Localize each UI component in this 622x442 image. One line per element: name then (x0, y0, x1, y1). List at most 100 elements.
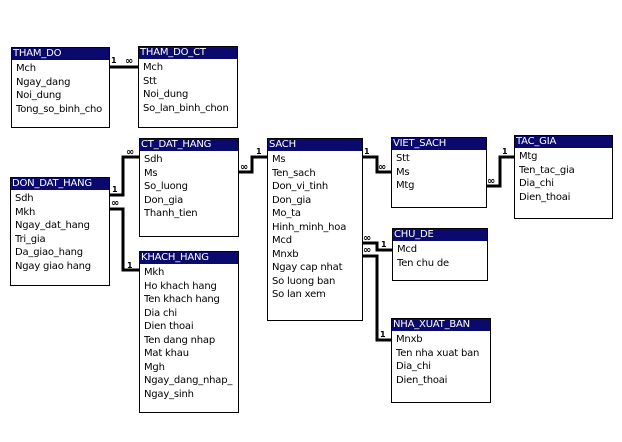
field[interactable]: Ngay cap nhat (272, 262, 343, 273)
field[interactable]: Noi_dung (143, 89, 189, 100)
field[interactable]: Hinh_minh_hoa (272, 221, 347, 233)
link-dondathang-khachhang (109, 207, 139, 272)
field[interactable]: Mgh (144, 361, 165, 373)
cardinality-many: ∞ (378, 162, 386, 173)
field[interactable]: Tong_so_binh_cho (16, 103, 103, 115)
field[interactable]: Don_gia (272, 194, 312, 206)
cardinality-one: 1 (381, 240, 387, 249)
table-title[interactable]: NHA_XUAT_BAN (392, 319, 490, 331)
cardinality-many: ∞ (363, 233, 371, 244)
cardinality-one: 1 (111, 56, 117, 65)
table-tham-do-ct[interactable]: THAM_DO_CT Mch Stt Noi_dung So_lan_binh_… (138, 46, 238, 128)
field-list: Mtg Ten_tac_gia Dia_chi Dien_thoai (515, 148, 612, 204)
field[interactable]: Mtg (396, 180, 415, 191)
field[interactable]: Mnxb (396, 334, 423, 345)
field[interactable]: Ms (272, 154, 286, 165)
field[interactable]: Noi_dung (16, 90, 62, 101)
field[interactable]: So_lan_binh_chon (143, 102, 229, 114)
field-list: Mcd Ten chu de (393, 241, 487, 270)
field-list: Mch Ngay_dang Noi_dung Tong_so_binh_cho (12, 60, 109, 116)
cardinality-one: 1 (380, 330, 386, 339)
table-title[interactable]: KHACH_HANG (140, 252, 238, 264)
table-tham-do[interactable]: THAM_DO Mch Ngay_dang Noi_dung Tong_so_b… (11, 47, 110, 128)
table-khach-hang[interactable]: KHACH_HANG Mkh Ho khach hang Ten khach h… (139, 251, 239, 413)
table-title[interactable]: TAC_GIA (515, 136, 612, 148)
table-chu-de[interactable]: CHU_DE Mcd Ten chu de (392, 228, 488, 281)
field[interactable]: Tri_gia (15, 233, 46, 245)
field[interactable]: Stt (396, 153, 410, 164)
cardinality-many: ∞ (126, 147, 134, 158)
field[interactable]: Ten_sach (272, 167, 316, 179)
cardinality-many: ∞ (240, 162, 248, 173)
field[interactable]: Mtg (519, 151, 538, 162)
table-sach[interactable]: SACH Ms Ten_sach Don_vi_tinh Don_gia Mo_… (267, 138, 363, 321)
field[interactable]: Thanh_tien (144, 208, 198, 219)
field[interactable]: Mch (16, 63, 36, 74)
table-title[interactable]: SACH (268, 139, 362, 151)
field-list: Ms Ten_sach Don_vi_tinh Don_gia Mo_ta Hi… (268, 151, 362, 302)
field[interactable]: Mo_ta (272, 208, 301, 219)
field[interactable]: Dia_chi (519, 178, 554, 189)
field[interactable]: Ten chu de (397, 257, 449, 269)
table-title[interactable]: CT_DAT_HANG (140, 139, 238, 151)
table-tac-gia[interactable]: TAC_GIA Mtg Ten_tac_gia Dia_chi Dien_tho… (514, 135, 613, 219)
field[interactable]: Ngay_sinh (144, 388, 194, 400)
table-nha-xuat-ban[interactable]: NHA_XUAT_BAN Mnxb Ten nha xuat ban Dia_c… (391, 318, 491, 403)
field[interactable]: Ten khach hang (144, 294, 220, 305)
table-title[interactable]: VIET_SACH (392, 138, 486, 150)
table-ct-dat-hang[interactable]: CT_DAT_HANG Sdh Ms So_luong Don_gia Than… (139, 138, 239, 237)
field[interactable]: Ten nha xuat ban (396, 347, 480, 359)
field[interactable]: Ngay_dat_hang (15, 220, 90, 231)
field[interactable]: Ten_tac_gia (519, 164, 575, 176)
field[interactable]: Da_giao_hang (15, 247, 83, 258)
field-list: Mnxb Ten nha xuat ban Dia_chi Dien_thoai (392, 331, 490, 387)
field[interactable]: Ten dang nhap (144, 334, 215, 346)
field-list: Sdh Ms So_luong Don_gia Thanh_tien (140, 151, 238, 221)
field-list: Mkh Ho khach hang Ten khach hang Dia chi… (140, 264, 238, 401)
field[interactable]: Ho khach hang (144, 280, 217, 292)
table-title[interactable]: DON_DAT_HANG (11, 178, 109, 190)
field[interactable]: Dien_thoai (396, 374, 448, 386)
field[interactable]: So luong ban (272, 275, 336, 287)
field[interactable]: Mkh (144, 267, 165, 278)
table-title[interactable]: THAM_DO (12, 48, 109, 60)
field[interactable]: Dien thoai (144, 321, 194, 332)
cardinality-one: 1 (112, 185, 118, 194)
table-don-dat-hang[interactable]: DON_DAT_HANG Sdh Mkh Ngay_dat_hang Tri_g… (10, 177, 110, 286)
field[interactable]: Ngay giao hang (15, 260, 91, 272)
field[interactable]: So_luong (144, 181, 188, 192)
field[interactable]: Mcd (397, 244, 417, 255)
cardinality-one: 1 (364, 147, 370, 156)
field[interactable]: Ngay_dang_nhap_ (144, 375, 233, 386)
cardinality-many: ∞ (487, 176, 495, 187)
field[interactable]: Stt (143, 75, 157, 87)
cardinality-many: ∞ (125, 56, 133, 67)
field[interactable]: Ms (144, 167, 158, 179)
field[interactable]: Sdh (15, 193, 34, 204)
field[interactable]: Mcd (272, 235, 292, 246)
field[interactable]: Ngay_dang (16, 76, 71, 88)
field[interactable]: Sdh (144, 154, 163, 165)
field[interactable]: Don_vi_tinh (272, 181, 329, 192)
field[interactable]: Ms (396, 166, 410, 178)
field[interactable]: Mkh (15, 206, 36, 218)
field-list: Sdh Mkh Ngay_dat_hang Tri_gia Da_giao_ha… (11, 190, 109, 273)
field[interactable]: Dia chi (144, 307, 177, 319)
field[interactable]: Mnxb (272, 248, 299, 260)
field[interactable]: Dia_chi (396, 361, 431, 372)
field-list: Stt Ms Mtg (392, 150, 486, 193)
field[interactable]: Mch (143, 62, 163, 73)
cardinality-many: ∞ (111, 198, 119, 209)
field[interactable]: Dien_thoai (519, 191, 571, 203)
field-list: Mch Stt Noi_dung So_lan_binh_chon (139, 59, 237, 115)
cardinality-one: 1 (502, 147, 508, 156)
field[interactable]: Mat khau (144, 348, 189, 359)
table-title[interactable]: CHU_DE (393, 229, 487, 241)
cardinality-one: 1 (127, 261, 133, 270)
cardinality-many: ∞ (363, 245, 371, 256)
field[interactable]: Don_gia (144, 194, 184, 206)
table-title[interactable]: THAM_DO_CT (139, 47, 237, 59)
field[interactable]: So lan xem (272, 289, 326, 300)
table-viet-sach[interactable]: VIET_SACH Stt Ms Mtg (391, 137, 487, 208)
